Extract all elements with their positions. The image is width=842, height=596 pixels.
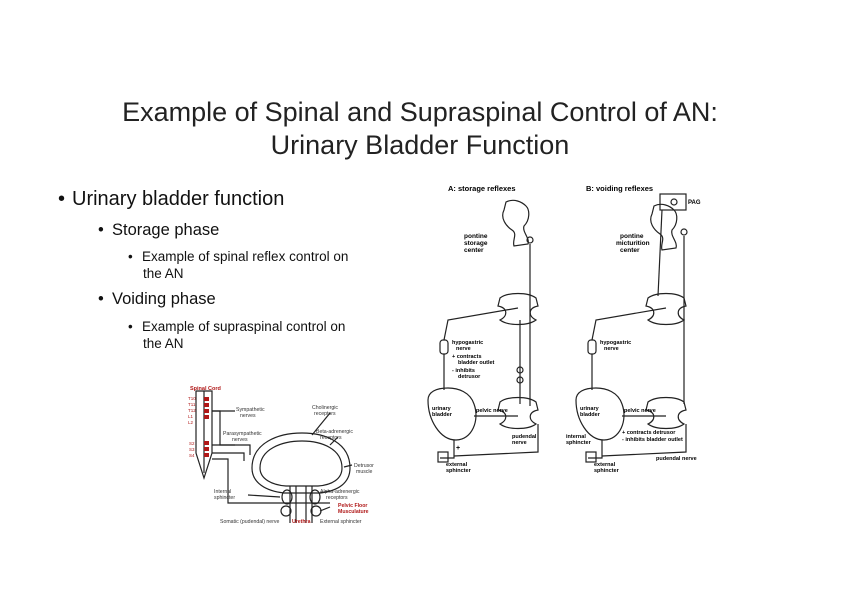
cholinergic-label-2: receptors bbox=[314, 411, 336, 417]
panel-a-header: A: storage reflexes bbox=[448, 184, 516, 193]
urethra-label: Urethra bbox=[292, 519, 311, 525]
voiding-reflex-panel: B: voiding reflexes PAG pontine micturit… bbox=[566, 184, 701, 474]
external-sphincter-label: External sphincter bbox=[320, 519, 362, 525]
spinal-cord-label: Spinal Cord bbox=[190, 386, 221, 392]
pontine-label-b-3: center bbox=[620, 247, 640, 254]
int-sphincter-label-b-2: sphincter bbox=[566, 440, 592, 446]
pons-shape-a bbox=[502, 199, 530, 247]
bullet-main: •Urinary bladder function bbox=[58, 188, 285, 210]
bladder-label-a-2: bladder bbox=[432, 412, 453, 418]
level-s2: S2 bbox=[189, 441, 195, 446]
spinal-segment-a-upper bbox=[497, 292, 539, 326]
pelvic-effect-b-1: + contracts detrusor bbox=[622, 430, 676, 436]
internal-sphincter-label-2: sphincter bbox=[214, 495, 235, 501]
bladder-label-b-1: urinary bbox=[580, 406, 600, 412]
pelvic-floor-label-2: Musculature bbox=[338, 509, 369, 515]
ext-sphincter-label-b-2: sphincter bbox=[594, 468, 620, 474]
title-line-1: Example of Spinal and Supraspinal Contro… bbox=[122, 97, 718, 127]
level-l1: L1 bbox=[188, 414, 194, 419]
panel-b-header: B: voiding reflexes bbox=[586, 184, 653, 193]
cholinergic-label-1: Cholinergic bbox=[312, 405, 338, 411]
bullet-storage-detail: •Example of spinal reflex control on the… bbox=[128, 249, 349, 281]
bladder-innervation-diagram: Spinal Cord T10 T11 T12 L1 L2 S2 S3 S4 S… bbox=[188, 386, 374, 525]
int-sphincter-label-b-1: internal bbox=[566, 434, 586, 440]
slide-title: Example of Spinal and Supraspinal Contro… bbox=[60, 96, 780, 162]
bladder-b bbox=[575, 387, 625, 441]
hypogastric-label-a-1: hypogastric bbox=[452, 340, 483, 346]
ext-sphincter-label-b-1: external bbox=[594, 462, 616, 468]
hypogastric-effect-a-2: bladder outlet bbox=[458, 360, 495, 366]
sympathetic-label-1: Sympathetic bbox=[236, 407, 265, 413]
spinal-segment-a-lower bbox=[497, 396, 539, 430]
level-l2: L2 bbox=[188, 420, 194, 425]
bullet-storage-text: Storage phase bbox=[112, 221, 220, 239]
storage-detail-line-2: the AN bbox=[143, 266, 184, 281]
bullet-main-text: Urinary bladder function bbox=[72, 188, 285, 210]
spinal-segment-b-upper bbox=[645, 292, 687, 326]
beta-label-1: Beta-adrenergic bbox=[316, 429, 353, 435]
storage-reflex-panel: A: storage reflexes pontine storage cent… bbox=[427, 184, 539, 474]
pontine-label-b-2: micturition bbox=[616, 240, 650, 247]
pontine-label-a-2: storage bbox=[464, 240, 488, 247]
ext-sphincter-label-a-2: sphincter bbox=[446, 468, 472, 474]
spinal-segment-b-lower bbox=[645, 396, 687, 430]
parasympathetic-label-1: Parasympathetic bbox=[223, 431, 262, 437]
title-line-2: Urinary Bladder Function bbox=[270, 130, 570, 160]
hypogastric-label-b-1: hypogastric bbox=[600, 340, 631, 346]
pelvic-nerve-label-b: pelvic nerve bbox=[624, 408, 656, 414]
pelvic-nerve-label-a: pelvic nerve bbox=[476, 408, 508, 414]
level-t12: T12 bbox=[188, 408, 196, 413]
bullet-storage: •Storage phase bbox=[98, 221, 220, 239]
ext-sphincter-label-a-1: external bbox=[446, 462, 468, 468]
detrusor-label-2: muscle bbox=[356, 469, 373, 475]
alpha-label-1: Alpha-adrenergic bbox=[320, 489, 360, 495]
voiding-detail-line-2: the AN bbox=[143, 336, 184, 351]
pontine-label-b-1: pontine bbox=[620, 233, 644, 240]
level-s3: S3 bbox=[189, 447, 195, 452]
bullet-voiding-detail: •Example of supraspinal control on the A… bbox=[128, 319, 346, 351]
storage-detail-line-1: Example of spinal reflex control on bbox=[142, 249, 349, 264]
pontine-label-a-3: center bbox=[464, 247, 484, 254]
hypogastric-label-a-2: nerve bbox=[456, 346, 471, 352]
pelvic-floor-label-1: Pelvic Floor bbox=[338, 503, 367, 509]
parasympathetic-label-2: nerves bbox=[232, 437, 248, 443]
plus-sign-a: + bbox=[456, 445, 460, 452]
hypogastric-effect-a-4: detrusor bbox=[458, 374, 481, 380]
hypogastric-effect-a-3: - inhibits bbox=[452, 368, 475, 374]
bullet-voiding-text: Voiding phase bbox=[112, 290, 216, 308]
level-s4: S4 bbox=[189, 453, 195, 458]
pons-shape-b bbox=[650, 203, 678, 251]
pag-box bbox=[659, 193, 687, 211]
hypogastric-effect-a-1: + contracts bbox=[452, 354, 482, 360]
bladder-label-b-2: bladder bbox=[580, 412, 601, 418]
pudendal-label-a-2: nerve bbox=[512, 440, 527, 446]
beta-label-2: receptors bbox=[320, 435, 342, 441]
voiding-detail-line-1: Example of supraspinal control on bbox=[142, 319, 346, 334]
alpha-label-2: receptors bbox=[326, 495, 348, 501]
detrusor-label-1: Detrusor bbox=[354, 463, 374, 469]
bladder-label-a-1: urinary bbox=[432, 406, 452, 412]
spinal-level-markers bbox=[204, 397, 209, 457]
level-t11: T11 bbox=[188, 402, 196, 407]
pontine-label-a-1: pontine bbox=[464, 233, 488, 240]
internal-sphincter-label-1: Internal bbox=[214, 489, 231, 495]
somatic-nerve-label: Somatic (pudendal) nerve bbox=[220, 519, 280, 525]
bladder-a bbox=[427, 387, 477, 441]
spinal-cord-shape bbox=[195, 390, 213, 480]
pudendal-label-a-1: pudendal bbox=[512, 434, 537, 440]
pudendal-label-b: pudendal nerve bbox=[656, 456, 697, 462]
pelvic-effect-b-2: - inhibits bladder outlet bbox=[622, 437, 683, 443]
bullet-voiding: •Voiding phase bbox=[98, 290, 216, 308]
sympathetic-label-2: nerves bbox=[240, 413, 256, 419]
pag-label: PAG bbox=[688, 200, 701, 206]
hypogastric-label-b-2: nerve bbox=[604, 346, 619, 352]
level-t10: T10 bbox=[188, 396, 196, 401]
